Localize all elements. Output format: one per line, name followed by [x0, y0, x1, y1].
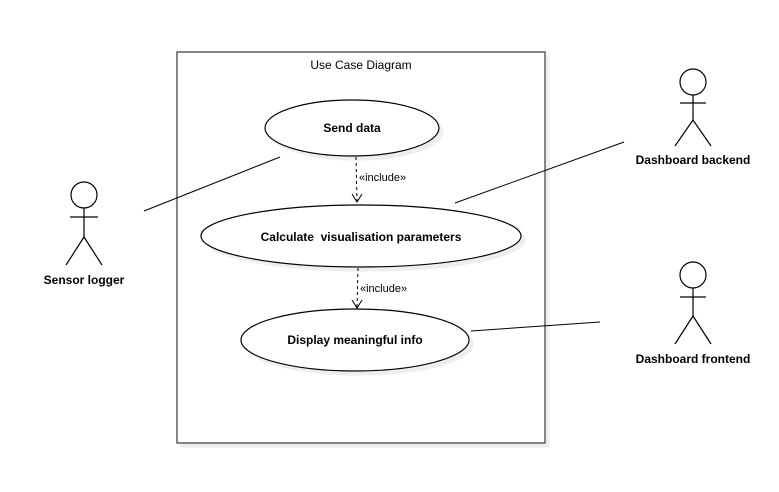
association-sensor-logger[interactable]: [143, 156, 281, 212]
actor-dashboard-backend[interactable]: Dashboard backend: [636, 68, 751, 167]
actor-dashboard-frontend-label: Dashboard frontend: [636, 352, 751, 366]
include-label-2: «include»: [360, 283, 407, 295]
use-case-send-data[interactable]: Send data: [264, 99, 440, 157]
association-dashboard-frontend[interactable]: [470, 321, 601, 332]
system-title: Use Case Diagram: [310, 58, 411, 72]
use-case-display-label: Display meaningful info: [287, 333, 422, 347]
actor-dashboard-frontend[interactable]: Dashboard frontend: [636, 261, 751, 366]
stick-figure-icon: [65, 181, 103, 266]
include-relation-1[interactable]: «include»: [351, 156, 406, 203]
include-relation-2[interactable]: «include»: [351, 267, 407, 309]
stick-figure-icon: [674, 261, 712, 345]
stick-figure-icon: [674, 68, 712, 147]
actor-sensor-logger[interactable]: Sensor logger: [44, 181, 125, 287]
include-label-1: «include»: [359, 172, 406, 184]
use-case-display[interactable]: Display meaningful info: [240, 308, 470, 372]
use-case-calculate[interactable]: Calculate visualisation parameters: [200, 204, 522, 268]
use-case-send-data-label: Send data: [323, 121, 381, 135]
actor-dashboard-backend-label: Dashboard backend: [636, 153, 751, 167]
association-dashboard-backend[interactable]: [454, 141, 625, 204]
actor-sensor-logger-label: Sensor logger: [44, 273, 125, 287]
use-case-calculate-label: Calculate visualisation parameters: [261, 230, 462, 244]
